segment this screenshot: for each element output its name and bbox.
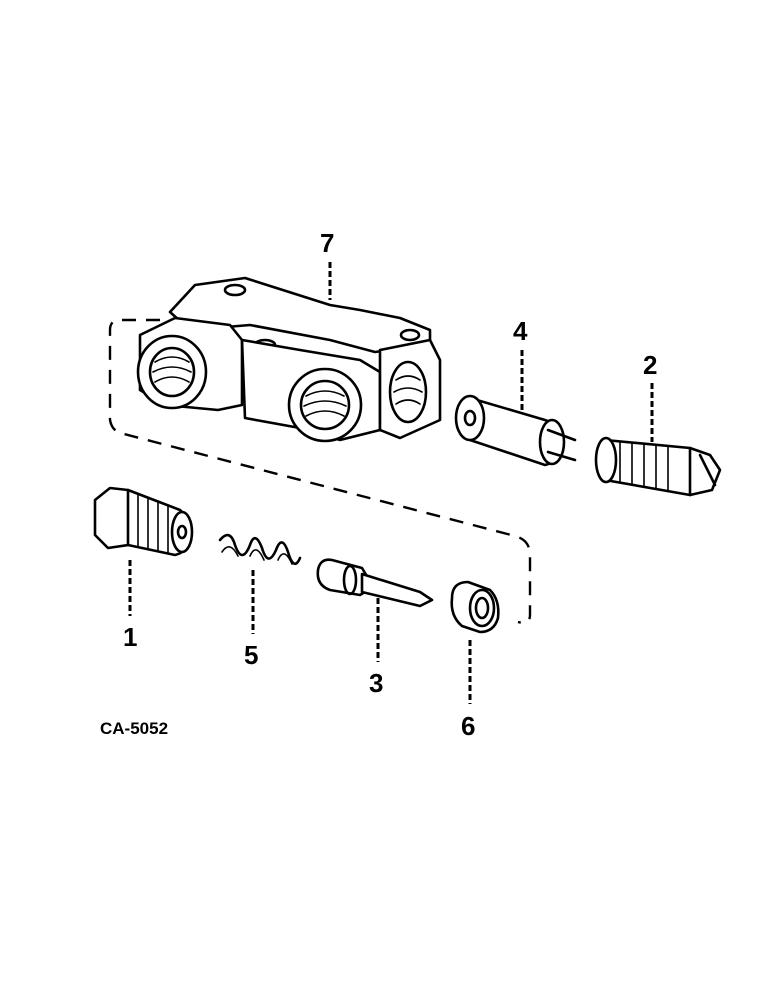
callout-5: 5	[244, 640, 258, 670]
plug-part-2	[594, 436, 722, 497]
callout-1: 1	[123, 622, 137, 652]
callout-4: 4	[513, 316, 528, 346]
callout-2: 2	[643, 350, 657, 380]
spring-part-5	[218, 533, 302, 566]
valve-body-part-7	[136, 276, 442, 443]
callout-6: 6	[461, 711, 475, 741]
plug-part-1	[93, 486, 194, 557]
callout-7: 7	[320, 228, 334, 258]
figure-code: CA-5052	[100, 719, 168, 738]
seat-part-6	[450, 580, 500, 634]
poppet-part-3	[316, 558, 434, 608]
leader-lines	[128, 262, 654, 704]
assembly-boundary	[108, 318, 532, 624]
spool-part-4	[454, 394, 577, 467]
callout-3: 3	[369, 668, 383, 698]
